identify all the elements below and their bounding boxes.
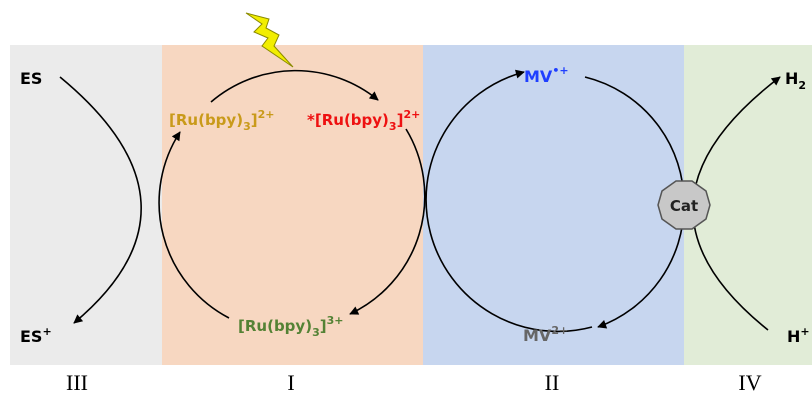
mv-radical-cation-label: MV•+	[524, 64, 569, 86]
catalyst-label: Cat	[670, 197, 698, 215]
panel-label-IV: IV	[738, 370, 761, 395]
electron-donor-arc	[59, 76, 142, 324]
es-plus-label: ES+	[20, 325, 52, 346]
panel-I-background	[162, 45, 423, 365]
mv-2plus-label: MV2+	[523, 324, 568, 345]
panel-label-I: I	[287, 370, 294, 395]
mv2-to-mv-radical-arrow	[425, 69, 593, 333]
catalyst-octagon	[657, 180, 711, 230]
es-label: ES	[20, 69, 42, 88]
h2-label: H2	[785, 69, 806, 92]
ru3-to-ru2-arrow	[158, 131, 230, 319]
excited-ru-bpy3-2plus-label: *[Ru(bpy)3]2+	[307, 108, 420, 133]
cycle-I-arrows	[158, 69, 426, 319]
h-plus-label: H+	[787, 325, 810, 346]
panel-III-background	[10, 45, 162, 365]
lightning-bolt-icon	[245, 12, 294, 68]
ru-bpy3-2plus-label: [Ru(bpy)3]2+	[169, 108, 274, 133]
panel-II-background	[423, 45, 684, 365]
panel-label-II: II	[545, 370, 560, 395]
excited-to-ru3-arrow	[349, 128, 426, 315]
ru-bpy3-3plus-label: [Ru(bpy)3]3+	[238, 314, 343, 339]
excitation-arrow	[210, 69, 379, 103]
panel-label-III: III	[66, 370, 88, 395]
